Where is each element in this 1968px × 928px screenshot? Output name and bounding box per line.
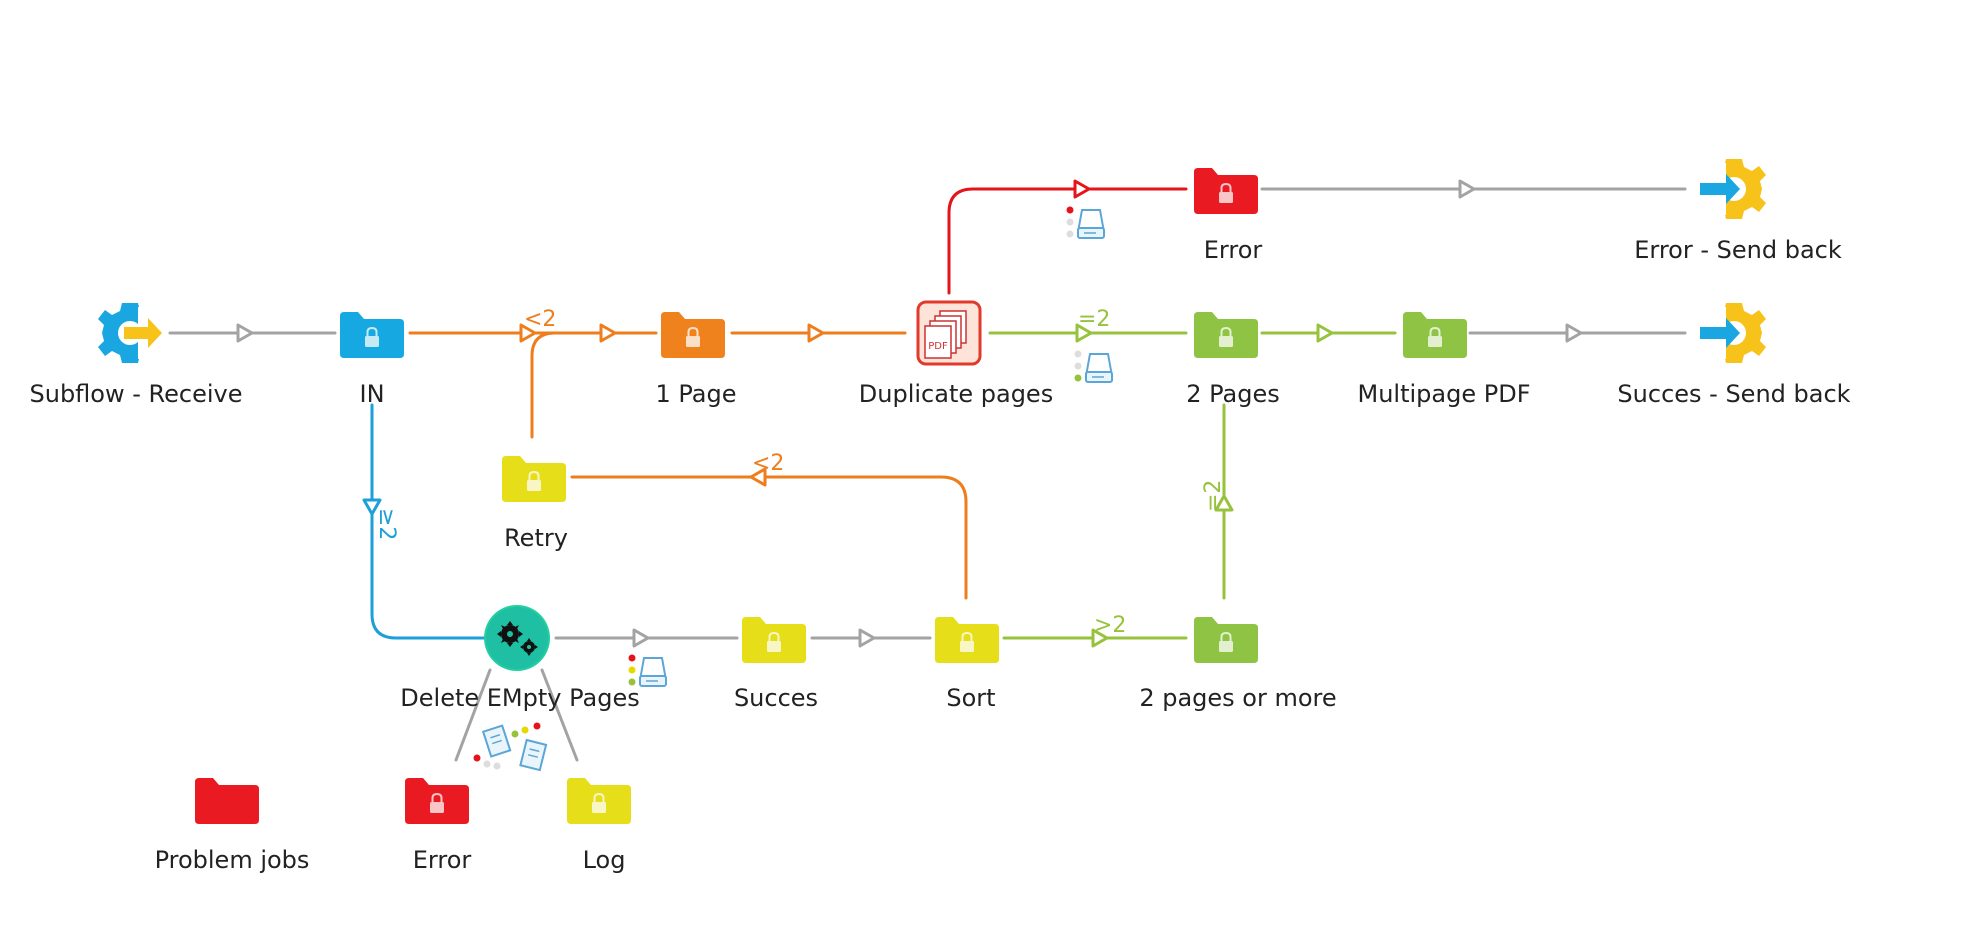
disk-drive-icon: [628, 654, 668, 687]
arrow-retry-1page: [599, 323, 617, 343]
folder-lock-icon: [742, 617, 806, 663]
arrow-sort-retry: [749, 467, 767, 487]
folder-lock-icon: [405, 778, 469, 824]
node-retry[interactable]: Retry: [502, 456, 568, 552]
arrow-dup-error: [1073, 179, 1091, 199]
connections: [168, 187, 1687, 762]
folder-icon: [195, 778, 259, 824]
node-succes-send-back[interactable]: Succes - Send back: [1617, 303, 1851, 408]
folder-lock-icon: [1194, 312, 1258, 358]
conn-dup-error[interactable]: [947, 187, 1188, 295]
disk-drive-icon: [1074, 350, 1114, 383]
conn-delete-error[interactable]: [454, 668, 492, 762]
arrow-error-errorsend: [1458, 179, 1476, 199]
node-sort[interactable]: Sort: [935, 617, 999, 712]
node-delete-empty-pages[interactable]: Delete EMpty Pages: [400, 605, 640, 712]
node-in[interactable]: IN: [340, 312, 404, 408]
node-label: Duplicate pages: [859, 380, 1053, 408]
folder-lock-icon: [567, 778, 631, 824]
condition-labels: <2 =2 <2 >2 =2 ≥2: [374, 307, 1226, 638]
folder-lock-icon: [1194, 168, 1258, 214]
node-duplicate-pages[interactable]: PDF Duplicate pages: [859, 300, 1053, 408]
node-label: Multipage PDF: [1358, 380, 1531, 408]
node-label: 2 Pages: [1186, 380, 1280, 408]
node-label: Subflow - Receive: [30, 380, 243, 408]
node-label: Error: [413, 846, 472, 874]
cond-in-delete: ≥2: [374, 508, 399, 540]
cond-dup-2pages: =2: [1078, 307, 1110, 332]
node-label: 2 pages or more: [1139, 684, 1336, 712]
node-multipage-pdf[interactable]: Multipage PDF: [1358, 312, 1531, 408]
node-1-page[interactable]: 1 Page: [656, 312, 737, 408]
arrow-in-delete: [362, 498, 382, 516]
disk-drive-icon: [1066, 206, 1106, 239]
node-label: 1 Page: [656, 380, 737, 408]
arrow-in-1page: [519, 323, 537, 343]
node-succes[interactable]: Succes: [734, 617, 818, 712]
pdf-pages-icon: PDF: [916, 300, 982, 366]
node-subflow-receive[interactable]: Subflow - Receive: [30, 303, 243, 408]
arrow-delete-succes: [632, 628, 650, 648]
node-2-pages[interactable]: 2 Pages: [1186, 312, 1280, 408]
node-label: Error: [1204, 236, 1263, 264]
node-label: IN: [359, 380, 384, 408]
documents-icon: [473, 722, 548, 772]
node-label: Retry: [504, 524, 568, 552]
arrow-2pages-multipage: [1316, 323, 1334, 343]
node-error-bottom[interactable]: Error: [405, 778, 471, 874]
node-label: Error - Send back: [1634, 236, 1842, 264]
script-gears-icon: [484, 605, 550, 671]
arrow-1page-dup: [807, 323, 825, 343]
node-error-top[interactable]: Error: [1194, 168, 1262, 264]
folder-lock-icon: [661, 312, 725, 358]
subflow-gear-out-icon: [1696, 159, 1766, 219]
node-error-send-back[interactable]: Error - Send back: [1634, 159, 1842, 264]
node-label: Succes - Send back: [1617, 380, 1850, 408]
conn-in-delete[interactable]: [370, 403, 486, 640]
node-label: Log: [583, 846, 626, 874]
folder-lock-icon: [935, 617, 999, 663]
node-log[interactable]: Log: [567, 778, 631, 874]
arrow-subflow-in: [236, 323, 254, 343]
conn-sort-retry[interactable]: [570, 475, 968, 600]
arrow-sort-2more: [1091, 628, 1109, 648]
folder-lock-icon: [1194, 617, 1258, 663]
cond-sort-2more: >2: [1094, 613, 1126, 638]
cond-2more-2pages: =2: [1201, 480, 1226, 512]
node-label: Delete EMpty Pages: [400, 684, 639, 712]
arrow-dup-2pages: [1075, 323, 1093, 343]
cond-sort-retry: <2: [752, 451, 784, 476]
subflow-gear-in-icon: [98, 303, 168, 363]
folder-lock-icon: [1403, 312, 1467, 358]
node-label: Problem jobs: [155, 846, 310, 874]
node-problem-jobs[interactable]: Problem jobs: [155, 778, 310, 874]
arrow-multipage-successend: [1565, 323, 1583, 343]
conn-retry-1page[interactable]: [530, 331, 612, 439]
node-label: Succes: [734, 684, 818, 712]
node-2-pages-or-more[interactable]: 2 pages or more: [1139, 617, 1337, 712]
conn-delete-log[interactable]: [540, 668, 579, 762]
subflow-gear-out-icon: [1696, 303, 1766, 363]
svg-text:PDF: PDF: [928, 341, 948, 352]
cond-in-1page: <2: [524, 307, 556, 332]
folder-lock-icon: [340, 312, 404, 358]
arrow-2more-2pages: [1214, 494, 1234, 512]
arrowheads: [236, 179, 1583, 648]
node-label: Sort: [946, 684, 995, 712]
arrow-succes-sort: [858, 628, 876, 648]
folder-lock-icon: [502, 456, 566, 502]
